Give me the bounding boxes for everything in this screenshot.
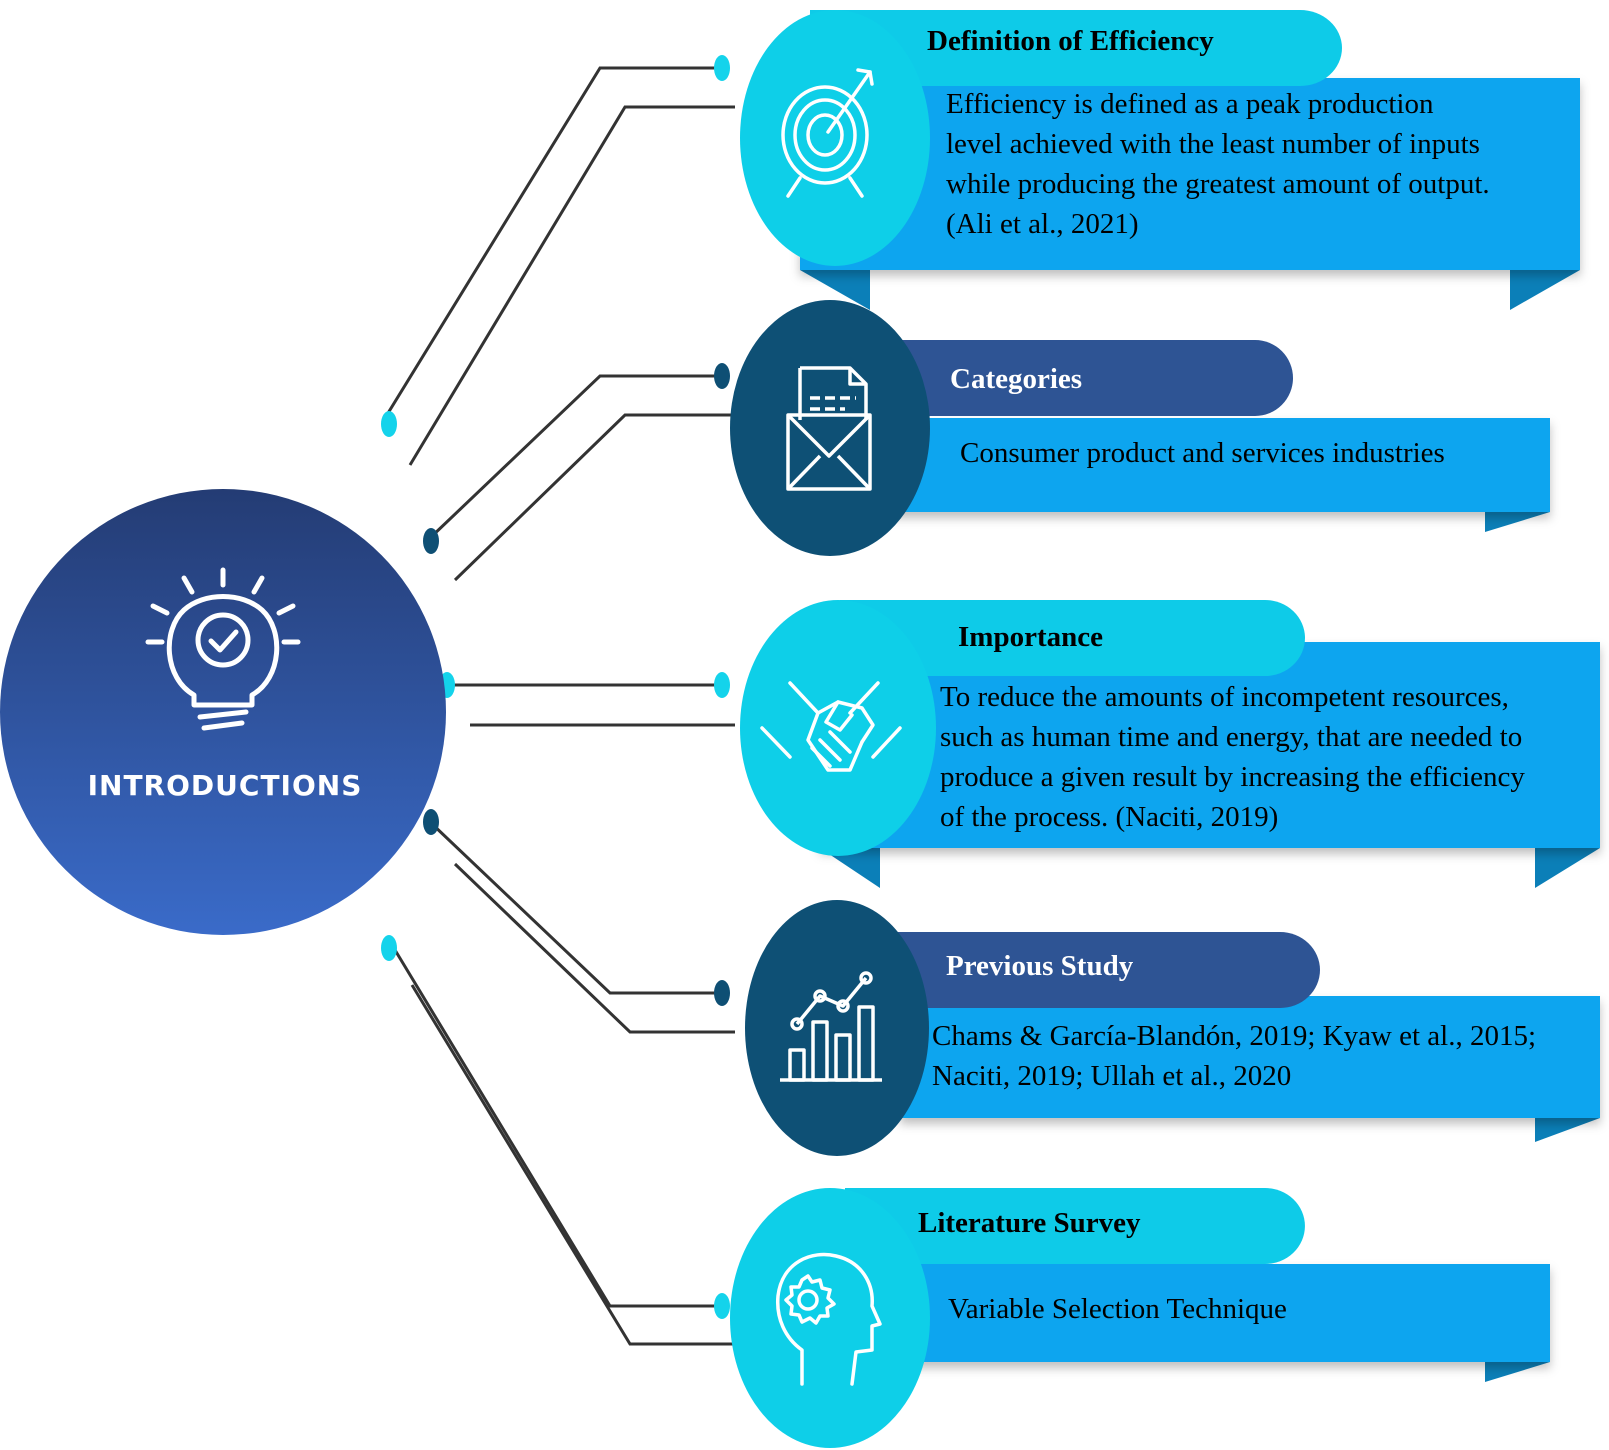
ribbon-fold-right bbox=[1535, 848, 1600, 888]
ribbon-fold-right bbox=[1535, 1118, 1600, 1142]
title-pill bbox=[810, 10, 1342, 86]
card-body-line: (Ali et al., 2021) bbox=[946, 208, 1138, 240]
connector-lines bbox=[383, 66, 735, 1346]
connector-previous-outer bbox=[428, 820, 725, 995]
card-body-line: Variable Selection Technique bbox=[948, 1293, 1287, 1325]
card-title: Previous Study bbox=[946, 950, 1134, 982]
node-literature-start bbox=[381, 935, 397, 961]
card-categories: Categories Consumer product and services… bbox=[730, 300, 1550, 556]
card-body-line: Efficiency is defined as a peak producti… bbox=[946, 88, 1434, 120]
card-title: Importance bbox=[958, 621, 1103, 653]
node-importance-end bbox=[714, 672, 730, 698]
title-pill bbox=[880, 932, 1320, 1008]
node-previous-end bbox=[714, 980, 730, 1006]
ribbon-body bbox=[820, 642, 1600, 848]
title-pill bbox=[845, 1188, 1305, 1264]
connector-nodes bbox=[381, 55, 730, 1319]
card-body-line: Chams & García-Blandón, 2019; Kyaw et al… bbox=[932, 1020, 1536, 1052]
ribbon-fold-left bbox=[820, 848, 880, 888]
card-body-line: Consumer product and services industries bbox=[960, 437, 1445, 469]
ribbon-body bbox=[800, 78, 1580, 270]
connector-definition-outer bbox=[383, 66, 725, 419]
ribbon-body bbox=[880, 418, 1550, 512]
card-body-line: level achieved with the least number of … bbox=[946, 128, 1480, 160]
card-title: Literature Survey bbox=[918, 1207, 1141, 1239]
node-definition-end bbox=[714, 55, 730, 81]
node-literature-end bbox=[714, 1293, 730, 1319]
icon-circle bbox=[730, 300, 930, 556]
card-body-line: while producing the greatest amount of o… bbox=[946, 168, 1490, 200]
connector-previous-inner bbox=[453, 862, 735, 1034]
connector-categories-outer bbox=[428, 374, 725, 540]
node-categories-end bbox=[714, 363, 730, 389]
connector-literature-outer bbox=[393, 949, 725, 1308]
card-body-line: To reduce the amounts of incompetent res… bbox=[940, 681, 1509, 713]
card-title: Definition of Efficiency bbox=[927, 25, 1214, 57]
title-pill bbox=[840, 600, 1305, 676]
card-body-line: produce a given result by increasing the… bbox=[940, 761, 1525, 793]
node-definition-start bbox=[381, 411, 397, 437]
card-definition-of-efficiency: Definition of Efficiency Efficiency is d… bbox=[740, 10, 1580, 310]
handshake-icon bbox=[760, 681, 902, 772]
card-previous-study: Previous Study Chams & García-Blandón, 2… bbox=[745, 900, 1600, 1156]
title-pill bbox=[870, 340, 1293, 416]
document-envelope-icon bbox=[786, 366, 872, 491]
hub: INTRODUCTIONS bbox=[0, 489, 446, 935]
card-literature-survey: Literature Survey Variable Selection Tec… bbox=[730, 1188, 1550, 1448]
head-gear-icon bbox=[775, 1252, 882, 1386]
icon-circle bbox=[740, 10, 930, 266]
node-previous-start bbox=[423, 809, 439, 835]
connector-literature-inner bbox=[410, 984, 735, 1346]
card-body-line: of the process. (Naciti, 2019) bbox=[940, 801, 1278, 833]
card-title: Categories bbox=[950, 363, 1082, 395]
ribbon-fold-right bbox=[1485, 1362, 1550, 1382]
connector-definition-inner bbox=[408, 105, 735, 466]
connector-categories-inner bbox=[453, 413, 735, 582]
ribbon-fold-right bbox=[1510, 270, 1580, 310]
card-body-line: such as human time and energy, that are … bbox=[940, 721, 1522, 753]
icon-circle bbox=[730, 1188, 930, 1448]
ribbon-fold-left bbox=[800, 270, 870, 310]
node-categories-start bbox=[423, 528, 439, 554]
card-body-line: Naciti, 2019; Ullah et al., 2020 bbox=[932, 1060, 1291, 1092]
growth-chart-icon bbox=[780, 971, 882, 1082]
ribbon-fold-right bbox=[1485, 512, 1550, 532]
lightbulb-check-icon bbox=[145, 567, 301, 731]
ribbon-body bbox=[880, 1264, 1550, 1362]
icon-circle bbox=[745, 900, 929, 1156]
ribbon-body bbox=[900, 996, 1600, 1118]
hub-label: INTRODUCTIONS bbox=[88, 769, 363, 802]
target-icon bbox=[781, 68, 874, 198]
card-importance: Importance To reduce the amounts of inco… bbox=[740, 600, 1600, 888]
